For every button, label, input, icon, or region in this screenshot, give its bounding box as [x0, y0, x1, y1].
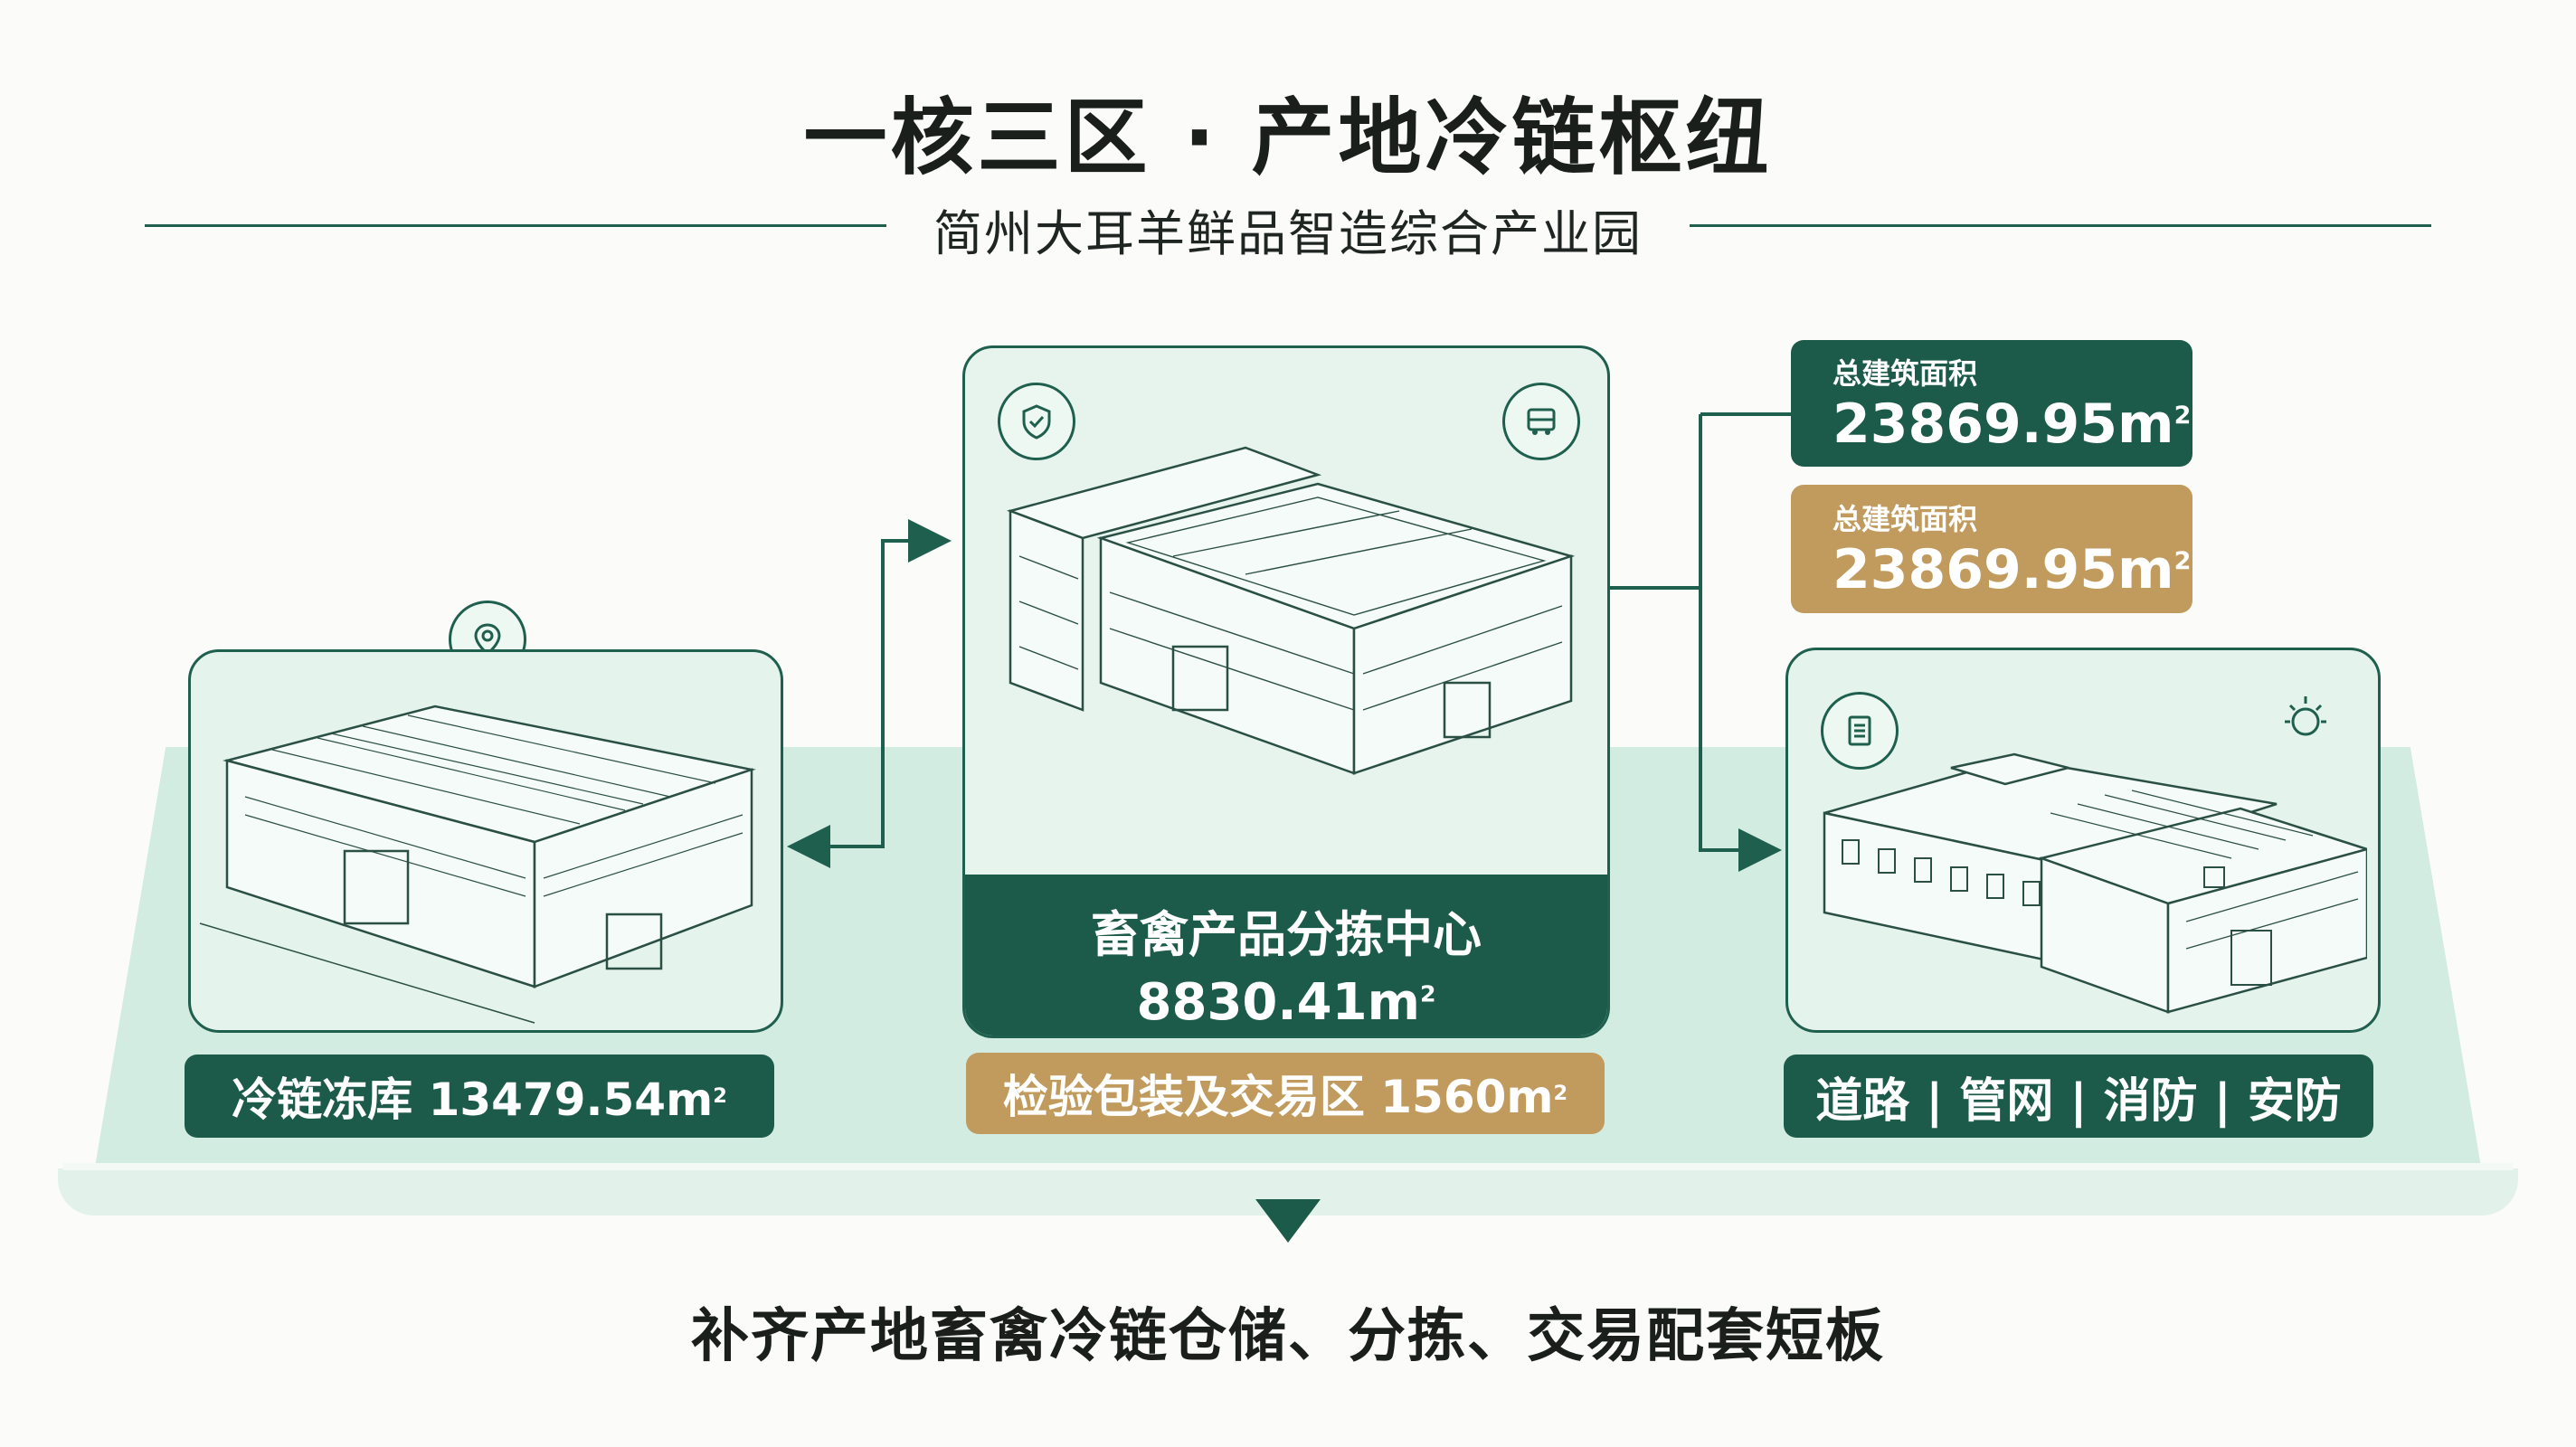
- sorting-center-area-value: 8830.41m: [1136, 973, 1420, 1032]
- sorting-center-name: 畜禽产品分拣中心: [1091, 906, 1482, 963]
- document-icon: [1821, 692, 1899, 770]
- infrastructure-card: [1785, 648, 2381, 1033]
- inspection-area-text: 检验包装及交易区 1560m: [1002, 1071, 1554, 1123]
- page-title: 一核三区 · 产地冷链枢纽: [803, 90, 1773, 186]
- stat-label-2: 总建筑面积: [1833, 502, 1978, 536]
- inspection-area-sup: 2: [1553, 1082, 1568, 1105]
- cold-storage-card: [188, 649, 783, 1033]
- stat-value-2: 23869.95m2: [1833, 538, 2191, 601]
- stat-value-1-text: 23869.95m: [1833, 392, 2174, 456]
- link-right-arrow: [1699, 414, 1782, 872]
- truck-icon: [1502, 383, 1580, 460]
- stat-value-2-text: 23869.95m: [1833, 538, 2174, 601]
- sun-gear-icon: [2269, 683, 2342, 755]
- sorting-center-banner: 畜禽产品分拣中心 8830.41m2: [965, 875, 1607, 1036]
- infrastructure-label: 道路 | 管网 | 消防 | 安防: [1784, 1055, 2373, 1138]
- sorting-center-building: [1006, 446, 1576, 775]
- stat-value-1-sup: 2: [2174, 402, 2192, 430]
- link-center-arrow: [796, 519, 952, 848]
- subtitle-divider-right: [1690, 224, 2431, 227]
- shield-icon: [998, 383, 1075, 460]
- sorting-center-card: 畜禽产品分拣中心 8830.41m2: [962, 345, 1610, 1038]
- stat-value-1: 23869.95m2: [1833, 392, 2191, 456]
- page-subtitle: 简州大耳羊鲜品智造综合产业园: [933, 205, 1643, 262]
- cold-storage-sup: 2: [713, 1084, 727, 1108]
- footer-summary: 补齐产地畜禽冷链仓储、分拣、交易配套短板: [691, 1303, 1885, 1370]
- stat-value-2-sup: 2: [2174, 547, 2192, 575]
- down-arrow-icon: [1255, 1199, 1321, 1243]
- subtitle-divider-left: [145, 224, 886, 227]
- cold-storage-building: [199, 705, 756, 1024]
- stat-card-total-area-2: 总建筑面积 23869.95m2: [1791, 485, 2192, 613]
- cold-storage-text: 冷链冻库 13479.54m: [232, 1073, 714, 1126]
- base-platform-lip: [63, 1163, 2513, 1170]
- stat-label-1: 总建筑面积: [1833, 356, 1978, 391]
- sorting-center-area: 8830.41m2: [965, 973, 1607, 1032]
- stat-card-total-area-1: 总建筑面积 23869.95m2: [1791, 340, 2192, 467]
- infrastructure-building: [1823, 752, 2367, 1014]
- sorting-center-area-sup: 2: [1419, 980, 1436, 1007]
